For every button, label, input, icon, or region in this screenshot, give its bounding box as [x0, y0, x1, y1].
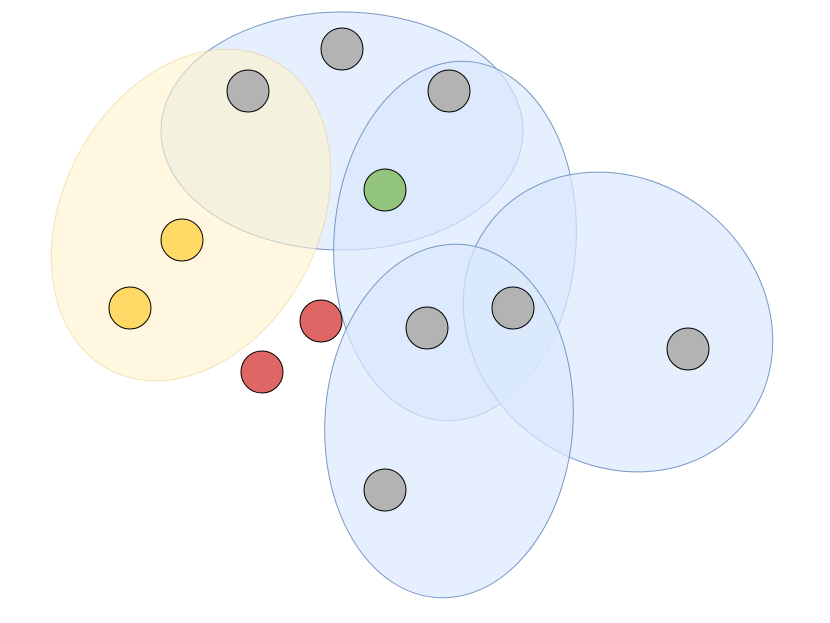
node-yellow: [160, 218, 204, 262]
node-gray: [666, 327, 710, 371]
node-gray: [320, 27, 364, 71]
node-gray: [427, 69, 471, 113]
node-red: [240, 350, 284, 394]
node-gray: [405, 306, 449, 350]
node-red: [299, 299, 343, 343]
node-green: [363, 168, 407, 212]
node-gray: [363, 468, 407, 512]
node-gray: [491, 286, 535, 330]
node-gray: [226, 69, 270, 113]
node-yellow: [108, 286, 152, 330]
